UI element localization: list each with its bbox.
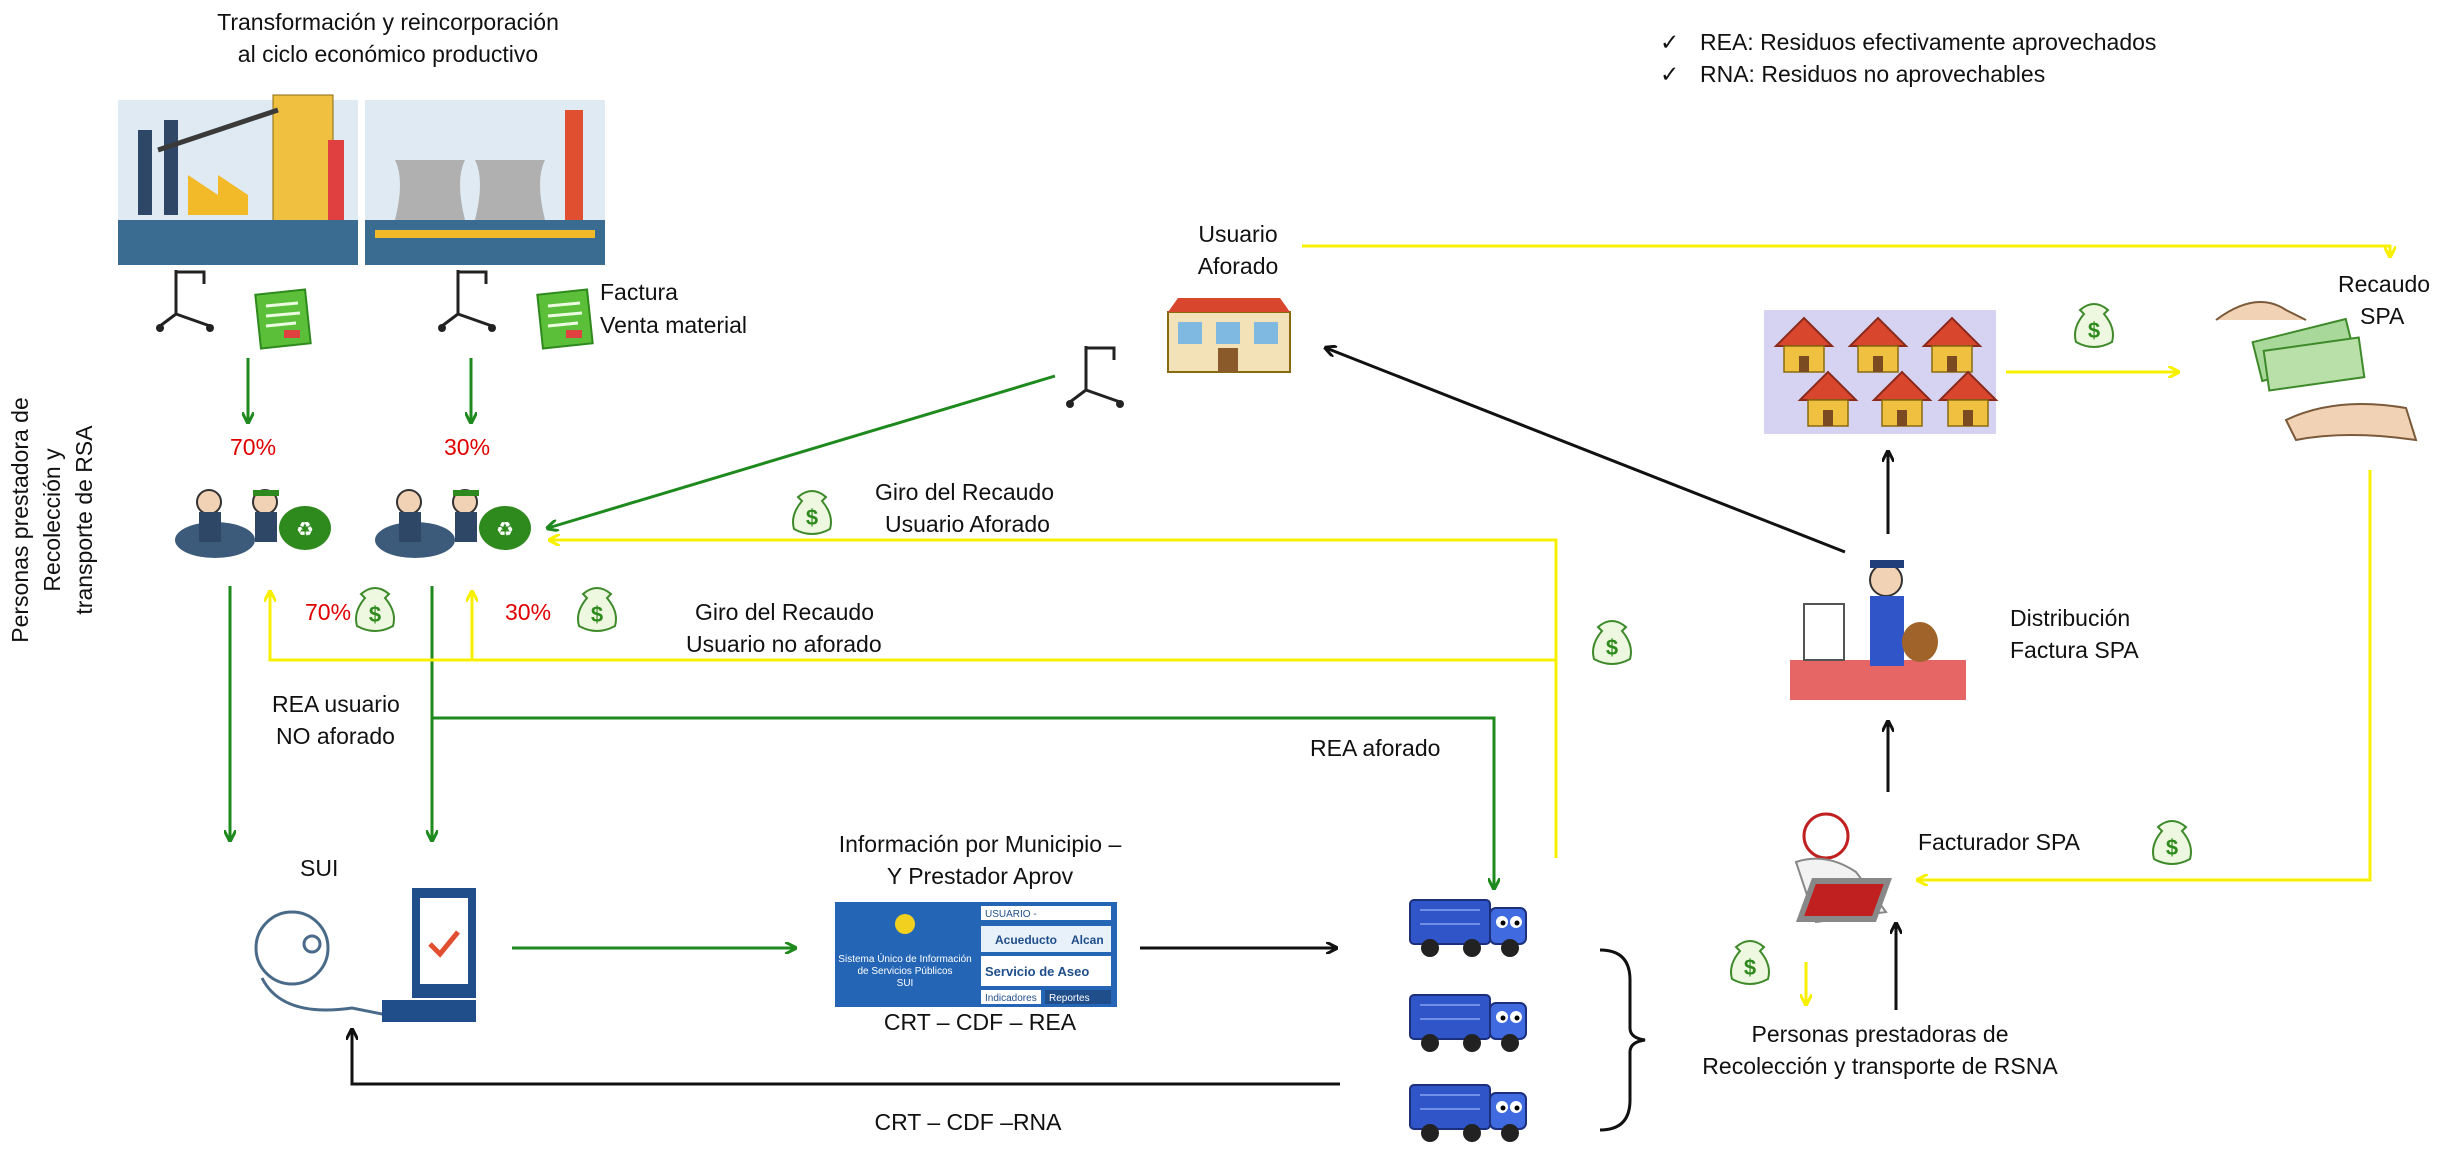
power-plant-icon bbox=[365, 100, 605, 265]
usuario-aforado-label: Usuario bbox=[1198, 221, 1277, 247]
crt-rea-label: CRT – CDF – REA bbox=[884, 1009, 1077, 1035]
arrow-aforado-to-recyclers bbox=[548, 374, 1056, 528]
recyclers-icon bbox=[374, 489, 532, 559]
giro-aforado-label: Giro del Recaudo bbox=[875, 479, 1054, 505]
sui-btn-reportes: Reportes bbox=[1049, 993, 1090, 1004]
invoice-icon bbox=[253, 288, 313, 350]
money-bag-icon bbox=[355, 587, 395, 632]
facturador-label: Facturador SPA bbox=[1918, 829, 2081, 855]
money-bag-icon bbox=[2152, 820, 2192, 865]
recyclers-icon bbox=[174, 489, 332, 559]
svg-text:Recolección y transporte de RS: Recolección y transporte de RSNA bbox=[1702, 1053, 2058, 1079]
percent-30-label: 30% bbox=[444, 434, 490, 460]
svg-text:Aforado: Aforado bbox=[1198, 253, 1279, 279]
personas-rsa-label: Personas prestadora de Recolección y tra… bbox=[7, 397, 97, 643]
money-bag-icon bbox=[1592, 620, 1632, 665]
scale-icon bbox=[436, 268, 498, 334]
houses-icon bbox=[1764, 310, 1997, 434]
svg-text:Personas prestadora de: Personas prestadora de bbox=[7, 397, 33, 643]
sui-btn-indicadores: Indicadores bbox=[985, 993, 1037, 1004]
svg-text:transporte de RSA: transporte de RSA bbox=[71, 425, 97, 615]
arrow-trucks-to-sui bbox=[352, 1030, 1340, 1086]
sui-tab-acueducto: Acueducto bbox=[995, 933, 1057, 947]
rea-aforado-label: REA aforado bbox=[1310, 735, 1440, 761]
legend-item-rna: RNA: Residuos no aprovechables bbox=[1700, 61, 2045, 87]
svg-text:Recolección y: Recolección y bbox=[39, 448, 65, 592]
factura-label: Factura bbox=[600, 279, 678, 305]
rsna-label: Personas prestadoras de bbox=[1752, 1021, 2009, 1047]
info-municipio-label: Información por Municipio – bbox=[839, 831, 1122, 857]
scale-icon bbox=[1064, 344, 1126, 410]
legend-check-icon: ✓ bbox=[1660, 29, 1679, 55]
sui-header-text: USUARIO - bbox=[985, 909, 1037, 920]
money-bag-icon bbox=[577, 587, 617, 632]
legend-item-rea: REA: Residuos efectivamente aprovechados bbox=[1700, 29, 2156, 55]
legend: ✓ REA: Residuos efectivamente aprovechad… bbox=[1660, 29, 2156, 87]
svg-text:SPA: SPA bbox=[2360, 303, 2405, 329]
invoice-icon bbox=[535, 288, 595, 350]
transform-subtitle: al ciclo económico productivo bbox=[238, 41, 538, 67]
svg-text:Y Prestador Aprov: Y Prestador Aprov bbox=[887, 863, 1074, 889]
sui-label: SUI bbox=[300, 855, 338, 881]
giro-no-aforado-label: Giro del Recaudo bbox=[695, 599, 874, 625]
store-icon bbox=[1167, 298, 1291, 373]
computer-user-icon bbox=[254, 888, 476, 1022]
trucks-brace bbox=[1599, 948, 1646, 1132]
recaudo-label: Recaudo bbox=[2338, 271, 2430, 297]
arrow-recaudo-to-facturador bbox=[1918, 470, 2372, 880]
svg-text:Factura SPA: Factura SPA bbox=[2010, 637, 2139, 663]
sui-tab-alcan: Alcan bbox=[1071, 933, 1104, 947]
legend-check-icon: ✓ bbox=[1660, 61, 1679, 87]
crt-rna-label: CRT – CDF –RNA bbox=[874, 1109, 1062, 1135]
sui-website-screenshot: USUARIO - Sistema Único de Información d… bbox=[835, 902, 1117, 1007]
venta-material-label: Venta material bbox=[600, 312, 747, 338]
money-bag-icon bbox=[1730, 940, 1770, 985]
sui-line2: de Servicios Públicos bbox=[857, 966, 952, 977]
scale-icon bbox=[154, 268, 216, 334]
rea-usuario-label: REA usuario bbox=[272, 691, 400, 717]
sui-service-title: Servicio de Aseo bbox=[985, 964, 1089, 979]
arrow-giro-no-aforado-70 bbox=[270, 592, 1556, 662]
money-bag-icon bbox=[2074, 303, 2114, 348]
sui-line1: Sistema Único de Información bbox=[838, 952, 971, 965]
sui-line3: SUI bbox=[897, 978, 914, 989]
arrow-giro-aforado bbox=[550, 540, 1558, 858]
money-bag-icon bbox=[792, 490, 832, 535]
percent-70-label: 70% bbox=[230, 434, 276, 460]
garbage-truck-icon bbox=[1409, 994, 1527, 1053]
arrow-aforado-to-recaudo bbox=[1302, 244, 2390, 256]
distribucion-label: Distribución bbox=[2010, 605, 2130, 631]
percent-70-giro-label: 70% bbox=[305, 599, 351, 625]
percent-30-giro-label: 30% bbox=[505, 599, 551, 625]
factory-icon bbox=[118, 94, 358, 265]
cash-handover-icon bbox=[2215, 301, 2418, 442]
svg-text:Usuario Aforado: Usuario Aforado bbox=[885, 511, 1050, 537]
svg-text:Usuario no aforado: Usuario no aforado bbox=[686, 631, 882, 657]
postman-icon bbox=[1790, 560, 1966, 700]
garbage-truck-icon bbox=[1409, 1084, 1527, 1143]
billing-operator-icon bbox=[1794, 812, 1892, 924]
arrow-rea-aforado bbox=[432, 716, 1494, 888]
transform-title: Transformación y reincorporación bbox=[217, 9, 559, 35]
svg-text:NO aforado: NO aforado bbox=[276, 723, 395, 749]
garbage-truck-icon bbox=[1409, 899, 1527, 958]
arrow-postman-to-aforado bbox=[1326, 348, 1846, 554]
